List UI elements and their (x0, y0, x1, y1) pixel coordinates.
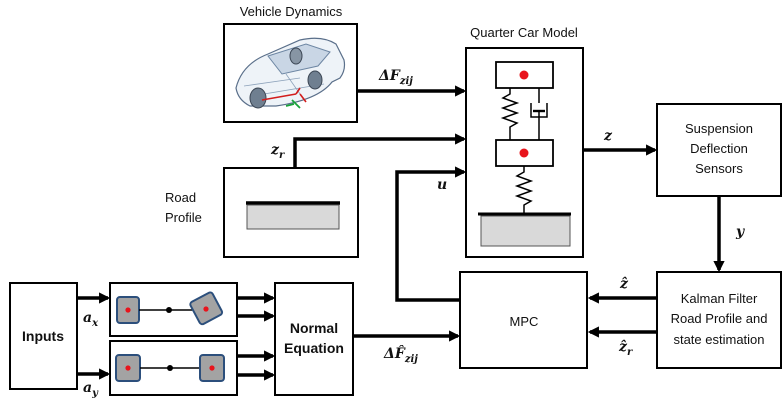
kalman-label-line1: Kalman Filter (681, 291, 758, 306)
normal-equation-block (274, 282, 354, 396)
arrow-z-r (293, 133, 467, 168)
signal-z-r: zr (270, 142, 285, 161)
inputs-label: Inputs (22, 328, 64, 344)
road-profile-surface (246, 204, 340, 230)
mpc-block (459, 271, 588, 369)
damper-icon (530, 88, 548, 140)
road-profile-label-line1: Road (165, 190, 196, 205)
spring-icon (500, 88, 520, 140)
arrow-u (395, 166, 467, 302)
signal-z-r-hat: ẑr (618, 339, 633, 358)
sensors-label-line1: Suspension (685, 121, 753, 136)
sprung-mass-dot (519, 70, 529, 80)
normal-equation-line2: Equation (284, 340, 344, 356)
quarter-car-road (480, 215, 571, 247)
normal-equation-line1: Normal (290, 320, 338, 336)
signal-z-hat: ẑ (619, 276, 629, 292)
signal-delta-f-hat-zij: ΔF̂zij (383, 344, 418, 365)
quarter-car-title: Quarter Car Model (470, 25, 578, 40)
unsprung-mass-dot (519, 148, 529, 158)
road-profile-label-line2: Profile (165, 210, 202, 225)
mpc-label: MPC (510, 314, 539, 329)
tyre-pair-icon (115, 354, 225, 382)
tyre-pair-icon (116, 291, 224, 326)
unsprung-mass (495, 139, 554, 167)
sensors-label-line3: Sensors (695, 161, 743, 176)
signal-a-y: ay (83, 380, 99, 399)
kalman-label-line2: Road Profile and (671, 311, 768, 326)
inputs-block (9, 282, 78, 390)
vehicle-dynamics-title: Vehicle Dynamics (240, 4, 343, 19)
kalman-filter-block (656, 271, 782, 369)
signal-z: z (603, 128, 613, 144)
kalman-label-line3: state estimation (673, 332, 764, 347)
suspension-sensors-block (656, 103, 782, 197)
signal-a-x: ax (83, 310, 99, 329)
tyre-spring-icon (514, 166, 534, 213)
signal-u: u (437, 177, 447, 193)
car-wireframe-icon (235, 37, 346, 109)
signal-y: y (735, 224, 745, 240)
signal-delta-f-zij: ΔFzij (378, 68, 413, 87)
sensors-label-line2: Deflection (690, 141, 748, 156)
